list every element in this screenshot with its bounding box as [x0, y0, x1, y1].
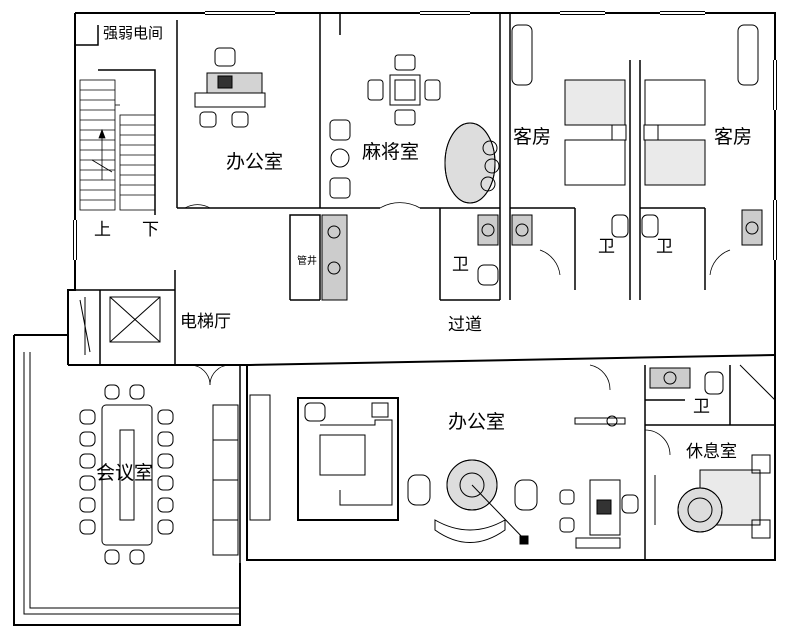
label-bath-1: 卫 [452, 255, 469, 275]
label-meeting-room: 会议室 [96, 462, 153, 484]
label-mahjong-room: 麻将室 [362, 141, 419, 163]
label-office-upper: 办公室 [226, 151, 283, 173]
lounge-furniture [654, 454, 771, 539]
guest-room-furniture [511, 24, 759, 186]
label-electrical-room: 强弱电间 [103, 24, 163, 42]
label-office-lower: 办公室 [448, 411, 505, 433]
lower-bath-fixtures [649, 364, 776, 401]
meeting-chairs [79, 384, 174, 565]
sideboard [212, 394, 271, 556]
mahjong-furniture [329, 54, 500, 204]
meeting-table [101, 404, 153, 546]
staircase [79, 79, 156, 211]
interior-walls [75, 13, 775, 625]
label-corridor: 过道 [448, 315, 482, 335]
label-bath-3: 卫 [656, 237, 673, 257]
label-stairs-down: 下 [142, 220, 159, 240]
label-guest-room-left: 客房 [513, 126, 551, 148]
label-guest-room-right: 客房 [714, 126, 752, 148]
room-labels: 强弱电间 办公室 麻将室 客房 客房 上 下 管井 卫 卫 卫 电梯厅 过道 办… [94, 24, 752, 484]
upper-bath-fixtures [321, 209, 763, 301]
window-marks [73, 11, 777, 260]
label-bath-2: 卫 [598, 237, 615, 257]
elevator-shaft [79, 296, 161, 355]
office-upper-furniture [194, 47, 266, 128]
label-stairs-up: 上 [94, 220, 111, 240]
label-lounge: 休息室 [686, 442, 737, 462]
label-bath-4: 卫 [693, 397, 710, 417]
label-elevator-hall: 电梯厅 [180, 312, 231, 332]
door-swings [184, 202, 731, 456]
label-pipe-shaft: 管井 [297, 254, 317, 267]
balcony-rail [23, 352, 240, 615]
lower-office-furniture [297, 397, 639, 549]
